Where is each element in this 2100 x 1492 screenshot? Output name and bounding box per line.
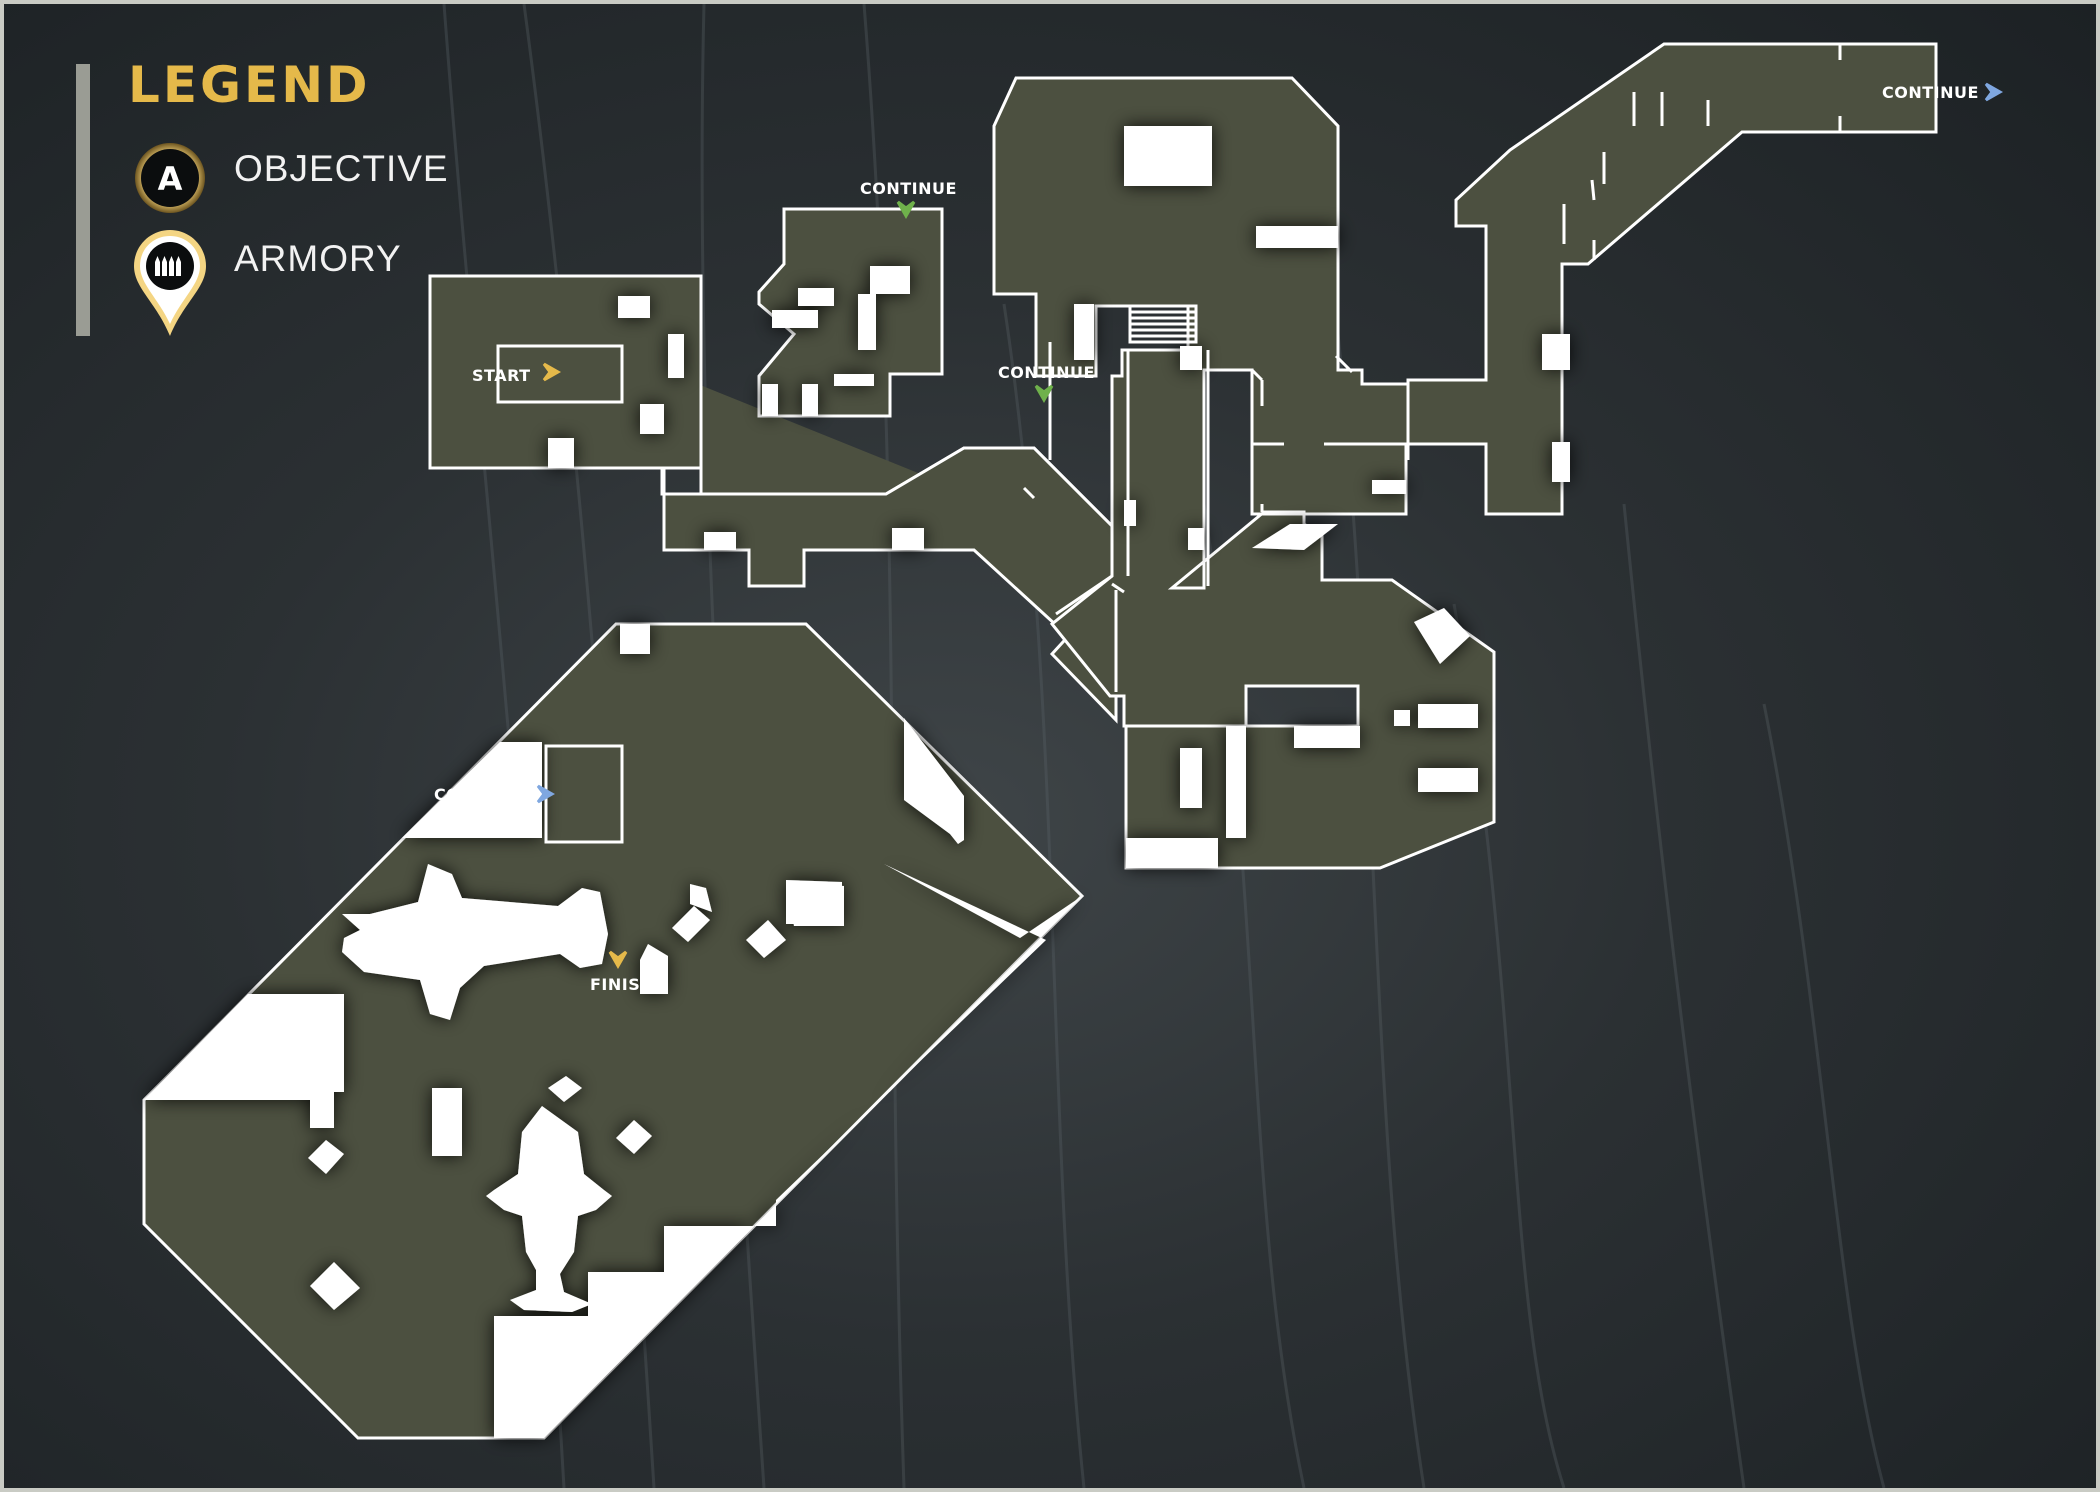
- map-canvas: START CONTINUE CONTINUE CONTINUE CONTINU…: [4, 4, 2096, 1488]
- continue-label-north: CONTINUE: [860, 179, 957, 198]
- continue-label-center: CONTINUE: [998, 363, 1095, 382]
- legend-bar: [76, 64, 90, 336]
- armory-pin-icon: [134, 230, 206, 336]
- continue-arrow-right-icon: [1984, 82, 2004, 102]
- legend-title: LEGEND: [128, 56, 371, 114]
- continue-arrow-down-icon-2: [1034, 384, 1054, 404]
- continue-label-east: CONTINUE: [1882, 83, 1979, 102]
- legend-armory-label: ARMORY: [234, 238, 402, 279]
- continue-label-west: CONTINUE: [434, 785, 531, 804]
- finish-arrow-down-icon: [608, 950, 628, 970]
- central-hall: [992, 42, 1938, 870]
- hangar: [142, 622, 1085, 1440]
- objective-glyph: A: [158, 160, 183, 198]
- start-arrow-icon: [542, 362, 562, 382]
- continue-arrow-down-icon: [896, 200, 916, 220]
- objective-circle-icon: A: [135, 143, 205, 213]
- start-room-floor: [428, 274, 703, 470]
- level-map: START CONTINUE CONTINUE CONTINUE CONTINU…: [142, 42, 2004, 1440]
- start-label: START: [472, 366, 531, 385]
- legend-objective-label: OBJECTIVE: [234, 148, 449, 189]
- north-small-room: [757, 207, 944, 418]
- finish-label: FINISH: [590, 975, 654, 994]
- continue-arrow-right-icon-2: [536, 784, 556, 804]
